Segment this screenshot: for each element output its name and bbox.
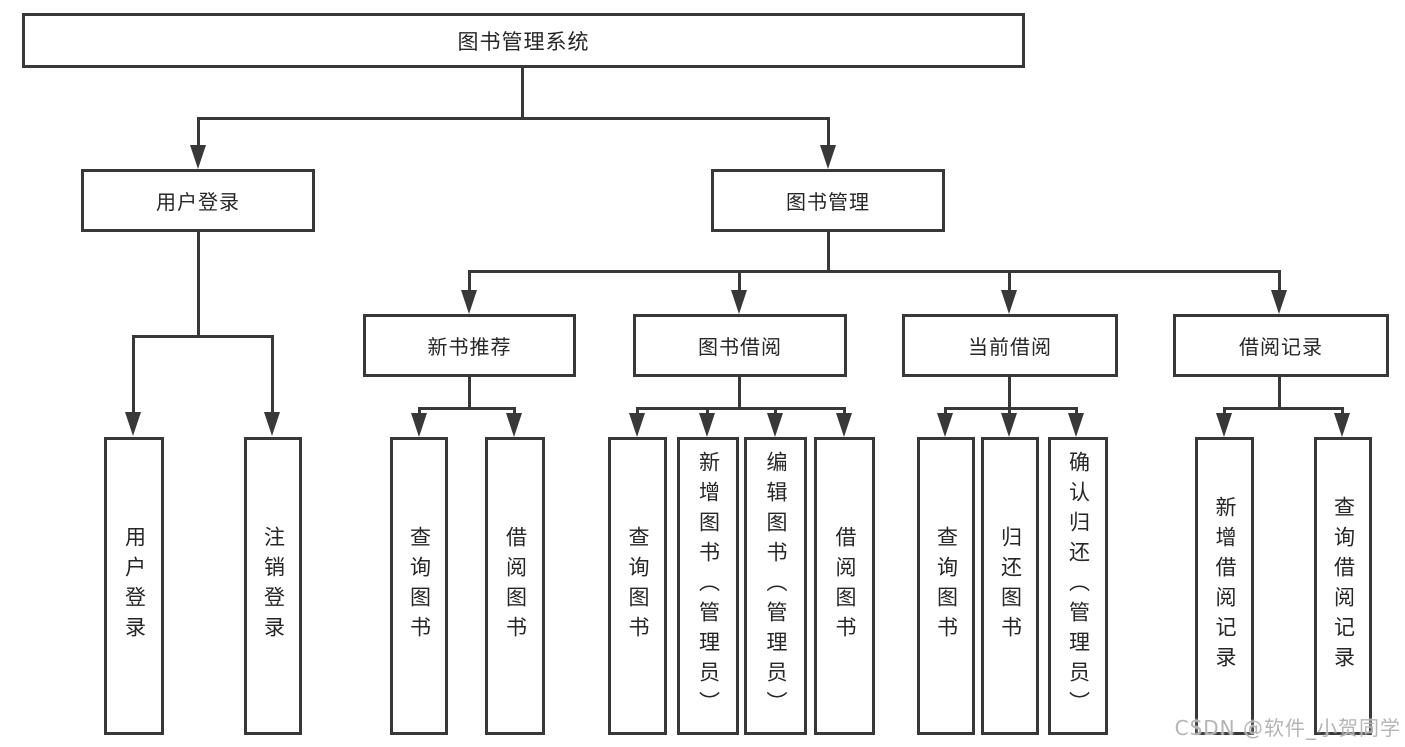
connector-line <box>636 407 639 416</box>
node-library-management-system: 图书管理系统 <box>22 13 1025 68</box>
node-leaf-confirm-return-admin: 确认归还（管理员） <box>1048 437 1108 735</box>
arrowhead-down-icon <box>937 413 953 437</box>
connector-line <box>738 270 741 292</box>
connector-line <box>1008 377 1011 407</box>
arrowhead-down-icon <box>1068 413 1084 437</box>
csdn-watermark: CSDN @软件_小贺同学 <box>1174 716 1401 740</box>
node-leaf-query-books-3: 查询图书 <box>917 437 975 735</box>
node-new-book-recommendation: 新书推荐 <box>363 314 576 377</box>
arrowhead-down-icon <box>820 145 836 169</box>
connector-line <box>1008 407 1011 416</box>
arrowhead-down-icon <box>731 290 747 314</box>
connector-line <box>468 270 1281 273</box>
node-leaf-query-books-2: 查询图书 <box>608 437 667 735</box>
arrowhead-down-icon <box>836 413 852 437</box>
node-leaf-user-login: 用户登录 <box>104 437 164 735</box>
node-label: 编辑图书（管理员） <box>764 451 788 721</box>
connector-line <box>1075 407 1078 416</box>
arrowhead-down-icon <box>1271 290 1287 314</box>
connector-line <box>1223 407 1226 416</box>
arrowhead-down-icon <box>190 145 206 169</box>
node-label: 新增图书（管理员） <box>696 451 721 721</box>
arrowhead-down-icon <box>125 412 141 436</box>
arrowhead-down-icon <box>699 413 715 437</box>
connector-line <box>706 407 709 416</box>
connector-line <box>1008 270 1011 292</box>
node-label: 查询图书 <box>626 526 650 646</box>
connector-line <box>418 407 421 416</box>
connector-line <box>132 335 135 415</box>
node-leaf-logout: 注销登录 <box>244 437 302 735</box>
connector-line <box>1278 377 1281 407</box>
connector-line <box>1278 270 1281 292</box>
connector-line <box>513 407 516 416</box>
node-borrowing-records: 借阅记录 <box>1173 314 1389 377</box>
connector-line <box>468 270 471 292</box>
connector-line <box>738 377 741 407</box>
node-label: 确认归还（管理员） <box>1066 451 1091 721</box>
connector-line <box>827 117 830 147</box>
arrowhead-down-icon <box>506 413 522 437</box>
connector-line <box>132 335 274 338</box>
connector-line <box>827 232 830 272</box>
node-current-borrowing: 当前借阅 <box>902 314 1118 377</box>
arrowhead-down-icon <box>1216 413 1232 437</box>
connector-line <box>521 68 524 117</box>
node-label: 借阅图书 <box>503 526 528 646</box>
node-label: 用户登录 <box>122 526 147 646</box>
connector-line <box>636 407 845 410</box>
node-book-management: 图书管理 <box>711 169 945 232</box>
node-label: 新增借阅记录 <box>1213 496 1237 676</box>
node-label: 借阅图书 <box>833 526 857 646</box>
connector-line <box>468 377 471 407</box>
node-leaf-query-borrow-record: 查询借阅记录 <box>1314 437 1372 735</box>
connector-line <box>1341 407 1344 416</box>
node-leaf-borrow-books-1: 借阅图书 <box>485 437 545 735</box>
node-leaf-add-borrow-record: 新增借阅记录 <box>1195 437 1254 735</box>
connector-line <box>197 232 200 335</box>
connector-line <box>1223 407 1343 410</box>
node-leaf-edit-books-admin: 编辑图书（管理员） <box>744 437 807 735</box>
connector-line <box>944 407 947 416</box>
connector-line <box>843 407 846 416</box>
connector-line <box>197 117 200 147</box>
arrowhead-down-icon <box>264 412 280 436</box>
arrowhead-down-icon <box>1001 413 1017 437</box>
connector-line <box>944 407 1078 410</box>
arrowhead-down-icon <box>461 290 477 314</box>
connector-line <box>197 117 830 120</box>
node-leaf-add-books-admin: 新增图书（管理员） <box>677 437 739 735</box>
arrowhead-down-icon <box>1001 290 1017 314</box>
arrowhead-down-icon <box>767 413 783 437</box>
arrowhead-down-icon <box>411 413 427 437</box>
node-label: 查询借阅记录 <box>1331 496 1356 676</box>
node-label: 查询图书 <box>934 526 959 646</box>
node-leaf-borrow-books-2: 借阅图书 <box>814 437 875 735</box>
node-leaf-return-books: 归还图书 <box>981 437 1039 735</box>
connector-line <box>271 335 274 415</box>
node-label: 注销登录 <box>261 526 286 646</box>
arrowhead-down-icon <box>629 413 645 437</box>
node-leaf-query-books-1: 查询图书 <box>390 437 448 735</box>
node-label: 归还图书 <box>998 526 1023 646</box>
node-user-login: 用户登录 <box>81 169 315 232</box>
node-book-borrowing: 图书借阅 <box>633 314 847 377</box>
arrowhead-down-icon <box>1334 413 1350 437</box>
connector-line <box>774 407 777 416</box>
connector-line <box>418 407 516 410</box>
node-label: 查询图书 <box>407 526 432 646</box>
